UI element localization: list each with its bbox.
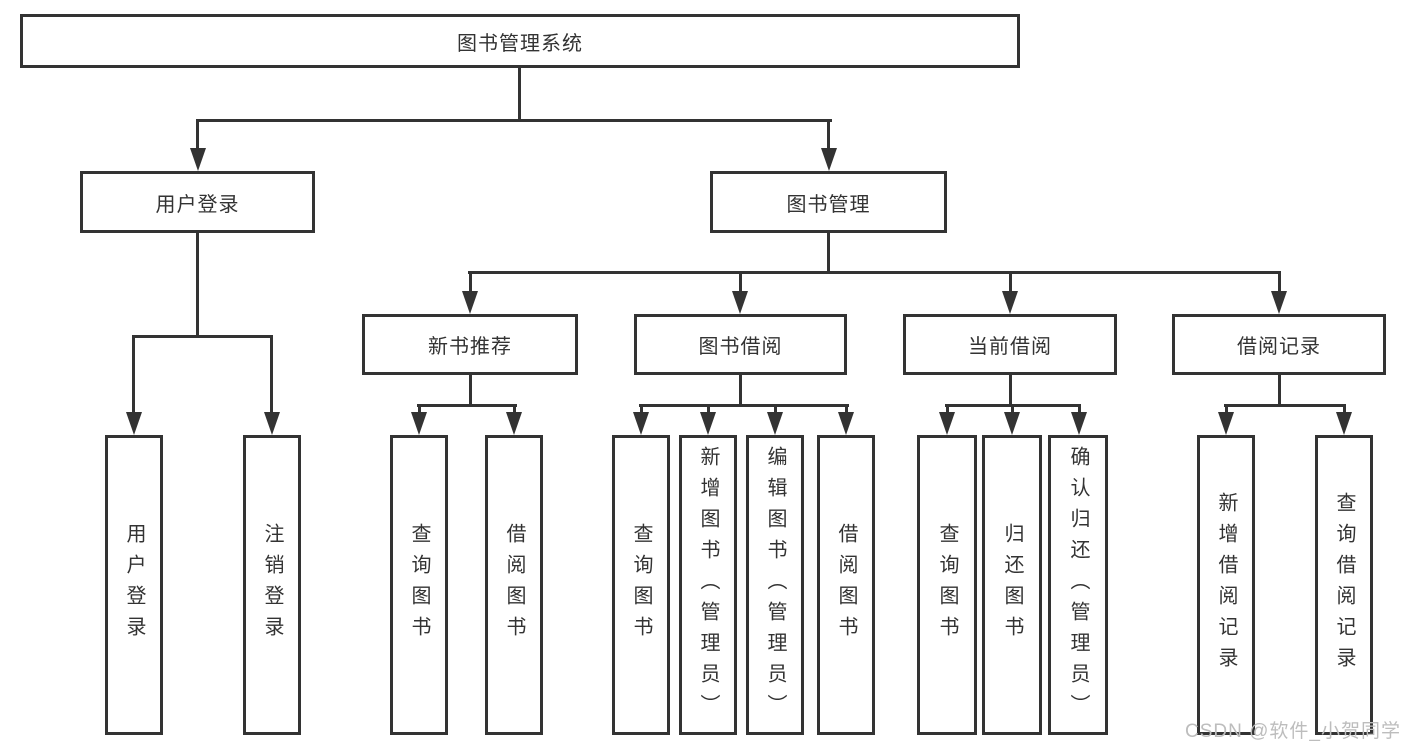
node-leaf-borrow-books-2: 借阅图书	[817, 435, 875, 735]
node-leaf-query-books-3: 查询图书	[917, 435, 977, 735]
node-leaf-confirm-return-admin-label: 确认归还（管理员）	[1067, 445, 1089, 725]
connector-arrowhead-icon	[633, 412, 649, 435]
node-leaf-query-books-2-label: 查询图书	[630, 523, 652, 647]
node-leaf-edit-books-admin: 编辑图书（管理员）	[746, 435, 804, 735]
connector-line	[1343, 404, 1346, 416]
connector-arrowhead-icon	[264, 412, 280, 435]
node-new-book-recommend: 新书推荐	[362, 314, 578, 375]
connector-line	[1078, 404, 1081, 416]
node-leaf-borrow-books-2-label: 借阅图书	[835, 523, 857, 647]
connector-arrowhead-icon	[838, 412, 854, 435]
node-book-borrowing-label: 图书借阅	[698, 336, 783, 358]
node-leaf-borrow-books-1: 借阅图书	[485, 435, 543, 735]
connector-arrowhead-icon	[821, 148, 837, 171]
node-leaf-add-borrow-record: 新增借阅记录	[1197, 435, 1255, 735]
connector-line	[196, 119, 199, 152]
connector-arrowhead-icon	[1004, 412, 1020, 435]
connector-arrowhead-icon	[732, 291, 748, 314]
node-leaf-edit-books-admin-label: 编辑图书（管理员）	[764, 445, 786, 725]
connector-line	[774, 404, 777, 416]
node-leaf-confirm-return-admin: 确认归还（管理员）	[1048, 435, 1108, 735]
node-borrowing-records-label: 借阅记录	[1237, 336, 1321, 358]
connector-line	[469, 271, 472, 295]
connector-arrowhead-icon	[190, 148, 206, 171]
node-leaf-logout-label: 注销登录	[261, 523, 283, 647]
node-root: 图书管理系统	[20, 14, 1020, 68]
node-book-management: 图书管理	[710, 171, 947, 233]
node-new-book-recommend-label: 新书推荐	[428, 336, 512, 358]
node-leaf-query-books-2: 查询图书	[612, 435, 670, 735]
connector-line	[1225, 404, 1228, 416]
connector-line	[270, 335, 273, 415]
connector-line	[845, 404, 848, 416]
connector-line	[1278, 271, 1281, 295]
connector-line	[132, 335, 273, 338]
connector-line	[1278, 375, 1281, 407]
connector-line	[639, 404, 849, 407]
connector-line	[132, 335, 135, 415]
connector-line	[418, 404, 421, 416]
node-leaf-query-books-1-label: 查询图书	[408, 523, 430, 647]
connector-line	[640, 404, 643, 416]
connector-arrowhead-icon	[700, 412, 716, 435]
node-leaf-borrow-books-1-label: 借阅图书	[503, 523, 525, 647]
connector-line	[1011, 404, 1014, 416]
connector-line	[196, 119, 832, 122]
node-root-label: 图书管理系统	[457, 32, 583, 55]
connector-line	[827, 233, 830, 274]
node-current-borrowing: 当前借阅	[903, 314, 1117, 375]
connector-line	[739, 375, 742, 407]
node-user-login: 用户登录	[80, 171, 315, 233]
node-leaf-query-books-1: 查询图书	[390, 435, 448, 735]
connector-line	[196, 233, 199, 338]
connector-arrowhead-icon	[939, 412, 955, 435]
connector-arrowhead-icon	[1218, 412, 1234, 435]
connector-line	[513, 404, 516, 416]
watermark: CSDN @软件_小贺同学	[1185, 721, 1401, 742]
connector-arrowhead-icon	[506, 412, 522, 435]
connector-arrowhead-icon	[126, 412, 142, 435]
node-leaf-user-login: 用户登录	[105, 435, 163, 735]
connector-line	[1009, 375, 1012, 407]
node-leaf-add-borrow-record-label: 新增借阅记录	[1215, 492, 1237, 678]
connector-line	[739, 271, 742, 295]
connector-line	[468, 271, 1281, 274]
node-current-borrowing-label: 当前借阅	[968, 336, 1052, 358]
connector-arrowhead-icon	[767, 412, 783, 435]
node-leaf-user-login-label: 用户登录	[123, 523, 145, 647]
connector-line	[827, 119, 830, 152]
connector-arrowhead-icon	[462, 291, 478, 314]
connector-line	[1009, 271, 1012, 295]
connector-arrowhead-icon	[1002, 291, 1018, 314]
node-leaf-return-books: 归还图书	[982, 435, 1042, 735]
connector-arrowhead-icon	[411, 412, 427, 435]
connector-line	[417, 404, 517, 407]
node-leaf-query-borrow-record-label: 查询借阅记录	[1333, 492, 1355, 678]
connector-arrowhead-icon	[1336, 412, 1352, 435]
connector-arrowhead-icon	[1271, 291, 1287, 314]
connector-line	[707, 404, 710, 416]
node-book-management-label: 图书管理	[786, 193, 871, 216]
connector-line	[946, 404, 949, 416]
node-book-borrowing: 图书借阅	[634, 314, 847, 375]
node-borrowing-records: 借阅记录	[1172, 314, 1386, 375]
connector-line	[1224, 404, 1346, 407]
node-leaf-query-borrow-record: 查询借阅记录	[1315, 435, 1373, 735]
node-leaf-return-books-label: 归还图书	[1001, 523, 1023, 647]
node-leaf-query-books-3-label: 查询图书	[936, 523, 958, 647]
connector-line	[518, 67, 521, 122]
node-leaf-logout: 注销登录	[243, 435, 301, 735]
connector-arrowhead-icon	[1071, 412, 1087, 435]
connector-line	[469, 375, 472, 407]
node-leaf-add-books-admin: 新增图书（管理员）	[679, 435, 737, 735]
node-user-login-label: 用户登录	[155, 193, 240, 216]
node-leaf-add-books-admin-label: 新增图书（管理员）	[697, 445, 719, 725]
